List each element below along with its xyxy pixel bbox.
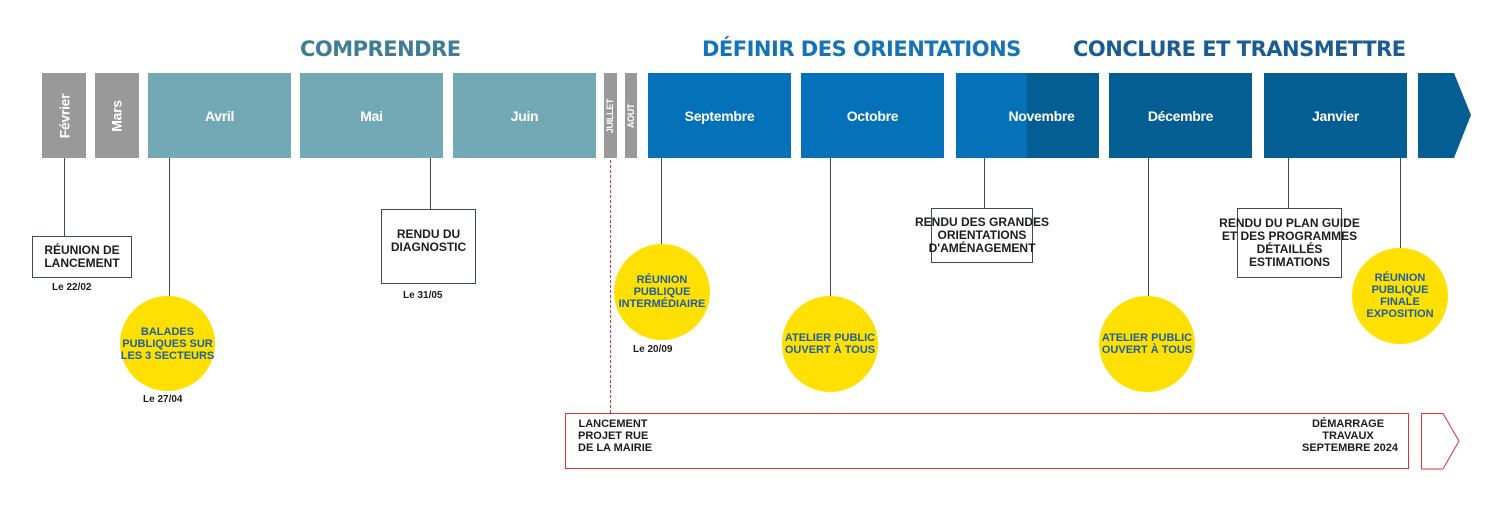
month-avril: Avril (148, 73, 291, 158)
connector-fevrier (64, 158, 65, 236)
connector-decembre (1148, 158, 1149, 300)
phase-title-comprendre: COMPRENDRE (300, 37, 461, 61)
connector-septembre (661, 158, 662, 250)
event-reunion-lancement: RÉUNION DE LANCEMENT (32, 236, 132, 278)
event-rendu-plan-guide: RENDU DU PLAN GUIDE ET DES PROGRAMMES DÉ… (1219, 208, 1360, 278)
date-rendu-diagnostic: Le 31/05 (403, 290, 443, 301)
month-juillet: JUILLET (604, 73, 617, 158)
month-octobre: Octobre (801, 73, 944, 158)
month-mars: Mars (95, 73, 139, 158)
event-rendu-diagnostic: RENDU DU DIAGNOSTIC (381, 209, 476, 284)
event-rendu-orientations: RENDU DES GRANDES ORIENTATIONS D'AMÉNAGE… (915, 208, 1049, 263)
connector-avril (169, 158, 170, 310)
month-novembre: Novembre (1008, 107, 1075, 124)
month-novembre-block (956, 73, 1099, 158)
event-balades: BALADES PUBLIQUES SUR LES 3 SECTEURS (120, 296, 215, 391)
month-janvier: Janvier (1264, 73, 1407, 158)
summer-divider (610, 160, 611, 413)
month-decembre: Décembre (1109, 73, 1252, 158)
travaux-end-label: DÉMARRAGE TRAVAUX SEPTEMBRE 2024 (1302, 418, 1398, 454)
travaux-arrow-icon (1421, 413, 1460, 470)
event-reunion-intermediaire: RÉUNION PUBLIQUE INTERMÉDIAIRE (614, 244, 710, 340)
connector-octobre (830, 158, 831, 300)
month-mai: Mai (300, 73, 443, 158)
travaux-start-label: LANCEMENT PROJET RUE DE LA MAIRIE (578, 418, 653, 454)
connector-janvier (1288, 158, 1289, 208)
month-fevrier: Février (42, 73, 86, 158)
travaux-bar (565, 413, 1409, 469)
timeline-arrow-icon (1418, 73, 1471, 158)
event-reunion-finale: RÉUNION PUBLIQUE FINALE EXPOSITION (1352, 248, 1448, 344)
event-atelier-octobre: ATELIER PUBLIC OUVERT À TOUS (782, 296, 878, 392)
connector-mai (430, 158, 431, 209)
connector-novembre (984, 158, 985, 208)
phase-title-definir: DÉFINIR DES ORIENTATIONS (702, 37, 1021, 61)
date-balades: Le 27/04 (143, 394, 183, 405)
phase-title-conclure: CONCLURE ET TRANSMETTRE (1073, 37, 1406, 61)
event-atelier-decembre: ATELIER PUBLIC OUVERT À TOUS (1099, 296, 1195, 392)
month-septembre: Septembre (648, 73, 791, 158)
date-reunion-intermediaire: Le 20/09 (633, 344, 673, 355)
date-reunion-lancement: Le 22/02 (52, 282, 92, 293)
connector-finale (1400, 158, 1401, 248)
month-juin: Juin (453, 73, 596, 158)
month-aout: AOUT (625, 73, 637, 158)
